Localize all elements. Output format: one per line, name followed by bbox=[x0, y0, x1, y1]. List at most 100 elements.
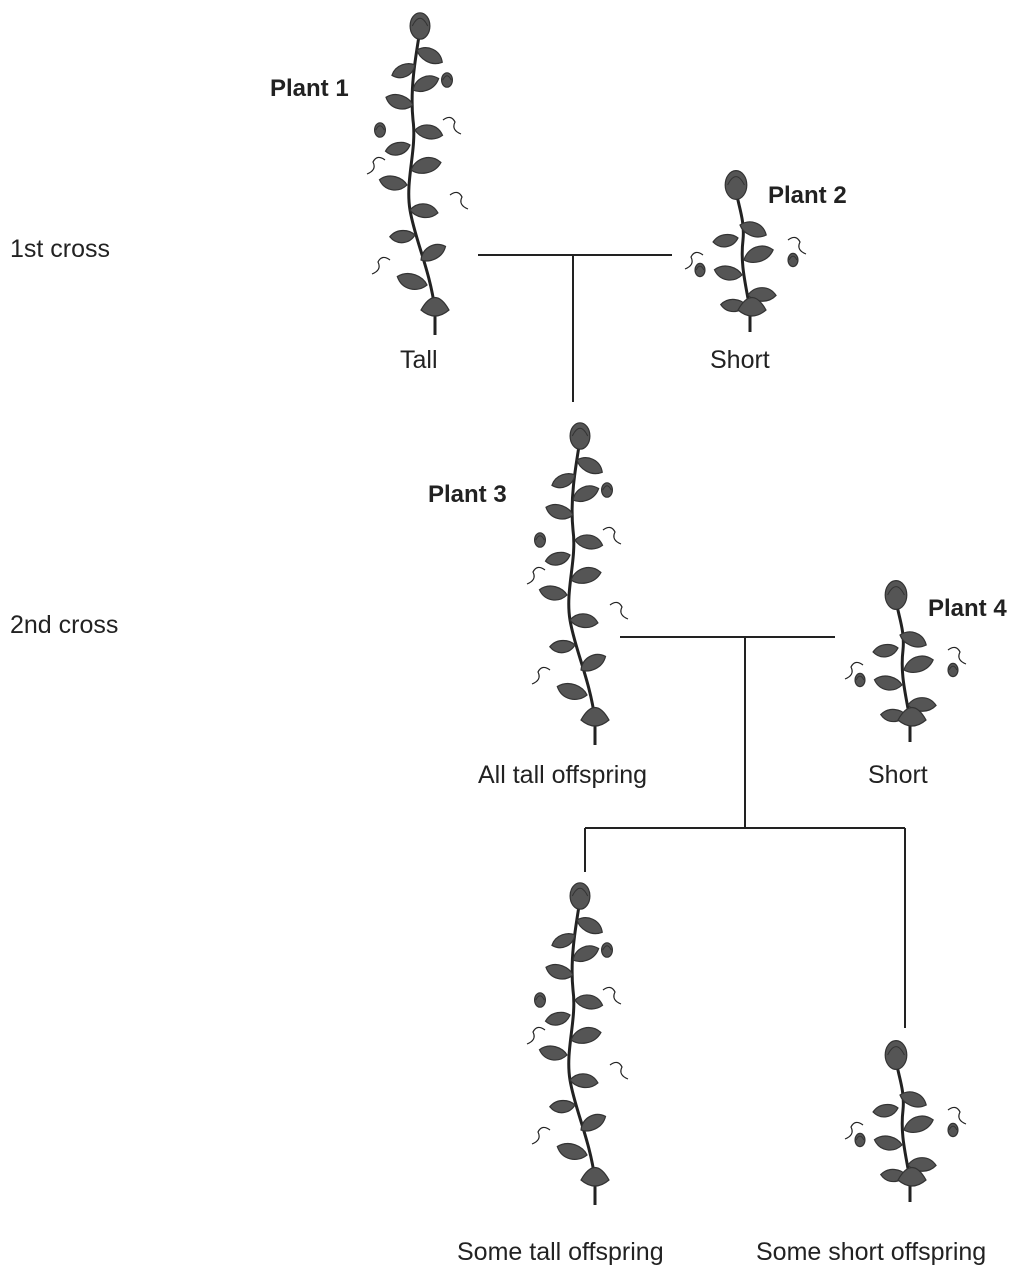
plant-4-trait: Short bbox=[868, 761, 928, 789]
plant-3-label: Plant 3 bbox=[428, 481, 507, 508]
leaf-shape bbox=[873, 1135, 903, 1151]
flower-bud bbox=[409, 12, 431, 40]
pod-shape bbox=[580, 1166, 610, 1187]
leaf-shape bbox=[574, 994, 604, 1010]
offspring-short-label: Some short offspring bbox=[756, 1238, 987, 1266]
plant-stem bbox=[567, 439, 597, 745]
leaf-shape bbox=[416, 47, 443, 65]
flower-bud bbox=[854, 672, 866, 688]
leaf-shape bbox=[712, 233, 739, 248]
flower-petal-line bbox=[571, 427, 589, 437]
leaf-shape bbox=[572, 945, 600, 963]
leaf-shape bbox=[580, 1113, 607, 1132]
tendril bbox=[947, 646, 967, 665]
flower-bud bbox=[600, 942, 613, 958]
leaf-shape bbox=[556, 1142, 588, 1160]
leaf-shape bbox=[412, 75, 440, 93]
tendril bbox=[684, 251, 704, 270]
tall-plant-icon bbox=[366, 12, 469, 335]
leaf-shape bbox=[409, 203, 439, 219]
leaf-shape bbox=[576, 457, 603, 475]
flower-bud bbox=[569, 422, 591, 450]
leaf-shape bbox=[556, 682, 588, 700]
tendril bbox=[371, 256, 391, 275]
tendril bbox=[449, 191, 469, 210]
pod-shape bbox=[737, 296, 767, 317]
leaf-shape bbox=[572, 485, 600, 503]
leaf-shape bbox=[389, 229, 416, 244]
leaf-shape bbox=[569, 613, 599, 629]
leaf-shape bbox=[545, 504, 574, 520]
leaf-shape bbox=[574, 534, 604, 550]
pod-shape bbox=[580, 706, 610, 727]
leaf-shape bbox=[414, 124, 444, 140]
flower-bud bbox=[884, 580, 908, 610]
second-cross-label: 2nd cross bbox=[10, 611, 119, 639]
flower-petal-line bbox=[727, 176, 745, 186]
tendril bbox=[844, 1121, 864, 1140]
flower-petal-line bbox=[411, 17, 429, 27]
plant-2-label: Plant 2 bbox=[768, 182, 847, 209]
leaf-shape bbox=[420, 243, 447, 262]
flower-bud bbox=[854, 1132, 866, 1148]
leaf-shape bbox=[899, 631, 927, 648]
flower-bud bbox=[374, 122, 387, 138]
flower-bud bbox=[600, 482, 613, 498]
offspring-tall-label: Some tall offspring bbox=[457, 1238, 664, 1266]
leaf-shape bbox=[903, 655, 934, 673]
plant-1-label: Plant 1 bbox=[270, 75, 349, 102]
flower-bud bbox=[440, 72, 453, 88]
flower-petal-line bbox=[375, 125, 385, 131]
flower-bud bbox=[787, 252, 799, 268]
first-cross-label: 1st cross bbox=[10, 235, 111, 263]
tendril bbox=[844, 661, 864, 680]
flower-bud bbox=[534, 992, 547, 1008]
tendril bbox=[366, 156, 386, 175]
leaf-shape bbox=[576, 917, 603, 935]
plant-stem bbox=[894, 1059, 912, 1202]
tendril bbox=[602, 526, 622, 545]
pod-shape bbox=[420, 296, 450, 317]
flower-bud bbox=[569, 882, 591, 910]
leaf-shape bbox=[713, 265, 743, 281]
flower-petal-line bbox=[535, 535, 545, 541]
leaf-shape bbox=[872, 643, 899, 658]
flower-petal-line bbox=[535, 995, 545, 1001]
short-plant-icon bbox=[844, 580, 967, 742]
leaf-shape bbox=[551, 473, 576, 489]
leaf-shape bbox=[544, 551, 571, 566]
leaf-shape bbox=[903, 1115, 934, 1133]
leaf-shape bbox=[538, 1045, 568, 1061]
pod-shape bbox=[897, 1166, 927, 1187]
short-plant-icon bbox=[684, 170, 807, 332]
flower-petal-line bbox=[887, 586, 905, 596]
tendril bbox=[526, 1026, 546, 1045]
tall-plant-icon bbox=[526, 882, 629, 1205]
leaf-shape bbox=[551, 933, 576, 949]
plant-stem bbox=[894, 599, 912, 742]
flower-petal-line bbox=[948, 665, 958, 671]
leaf-shape bbox=[580, 653, 607, 672]
flower-petal-line bbox=[571, 887, 589, 897]
plant-4-label: Plant 4 bbox=[928, 595, 1007, 622]
leaf-shape bbox=[544, 1011, 571, 1026]
plant-2-trait: Short bbox=[710, 346, 770, 374]
plant-1-trait: Tall bbox=[400, 346, 438, 374]
tendril bbox=[947, 1106, 967, 1125]
leaf-shape bbox=[549, 1099, 576, 1114]
flower-petal-line bbox=[788, 255, 798, 261]
flower-petal-line bbox=[887, 1046, 905, 1056]
tall-plant-icon bbox=[526, 422, 629, 745]
leaf-shape bbox=[549, 639, 576, 654]
flower-bud bbox=[884, 1040, 908, 1070]
flower-petal-line bbox=[695, 265, 705, 271]
tendril bbox=[531, 1126, 551, 1145]
leaf-shape bbox=[743, 245, 774, 263]
leaf-shape bbox=[391, 63, 416, 79]
flower-petal-line bbox=[948, 1125, 958, 1131]
tendril bbox=[602, 986, 622, 1005]
plant-stem bbox=[734, 189, 752, 332]
tendril bbox=[526, 566, 546, 585]
